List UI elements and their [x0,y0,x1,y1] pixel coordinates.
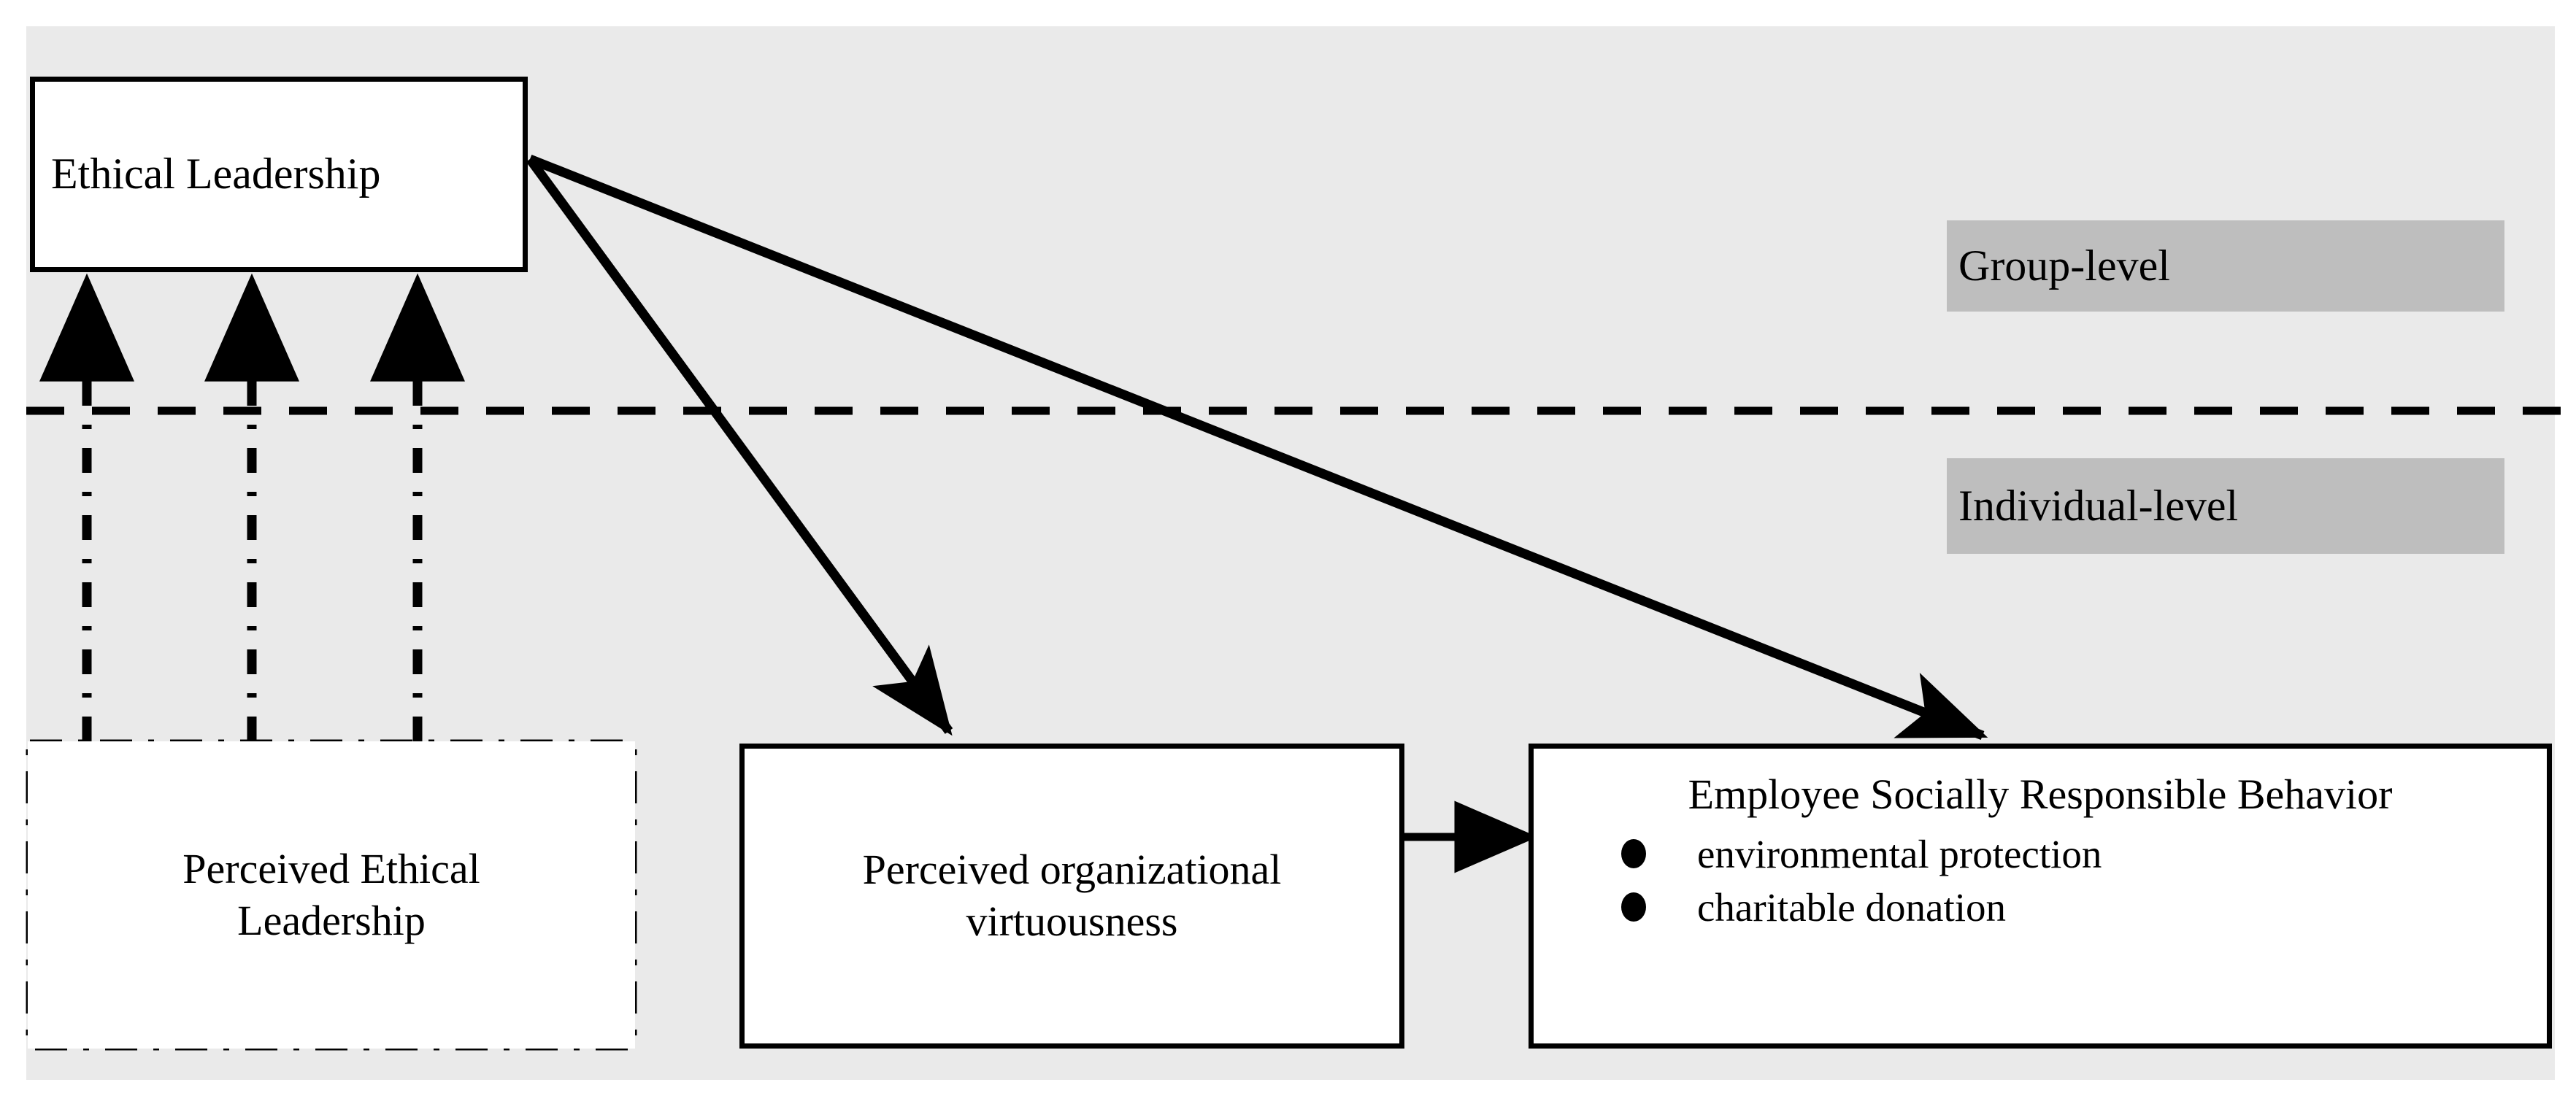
level-tag-individual-label: Individual-level [1958,482,2239,530]
node-employee-srb-title: Employee Socially Responsible Behavior [1688,771,2393,818]
node-ethical-leadership[interactable]: Ethical Leadership [30,77,528,272]
node-perceived-organizational-virtuousness-label-line1: Perceived organizational [862,846,1282,894]
employee-srb-bullet-1: charitable donation [1697,884,2007,930]
node-perceived-ethical-leadership-label-line2: Leadership [237,896,426,944]
level-tag-individual: Individual-level [1947,458,2504,554]
node-employee-socially-responsible-behavior[interactable]: Employee Socially Responsible Behavior e… [1529,744,2552,1049]
level-tag-group-label: Group-level [1958,242,2170,290]
node-perceived-organizational-virtuousness-label-line2: virtuousness [966,898,1178,945]
node-ethical-leadership-label: Ethical Leadership [51,150,381,198]
employee-srb-bullet-list: environmental protection charitable dona… [1534,830,2547,936]
bullet-dot-icon [1621,892,1646,922]
node-perceived-organizational-virtuousness[interactable]: Perceived organizational virtuousness [739,744,1404,1049]
node-perceived-ethical-leadership-label-line1: Perceived Ethical [182,844,480,892]
node-perceived-ethical-leadership[interactable]: Perceived Ethical Leadership [28,741,635,1049]
level-tag-group: Group-level [1947,220,2504,312]
employee-srb-bullet-0: environmental protection [1697,831,2102,876]
bullet-dot-icon [1621,839,1646,869]
list-item: charitable donation [1621,883,2547,932]
list-item: environmental protection [1621,830,2547,879]
